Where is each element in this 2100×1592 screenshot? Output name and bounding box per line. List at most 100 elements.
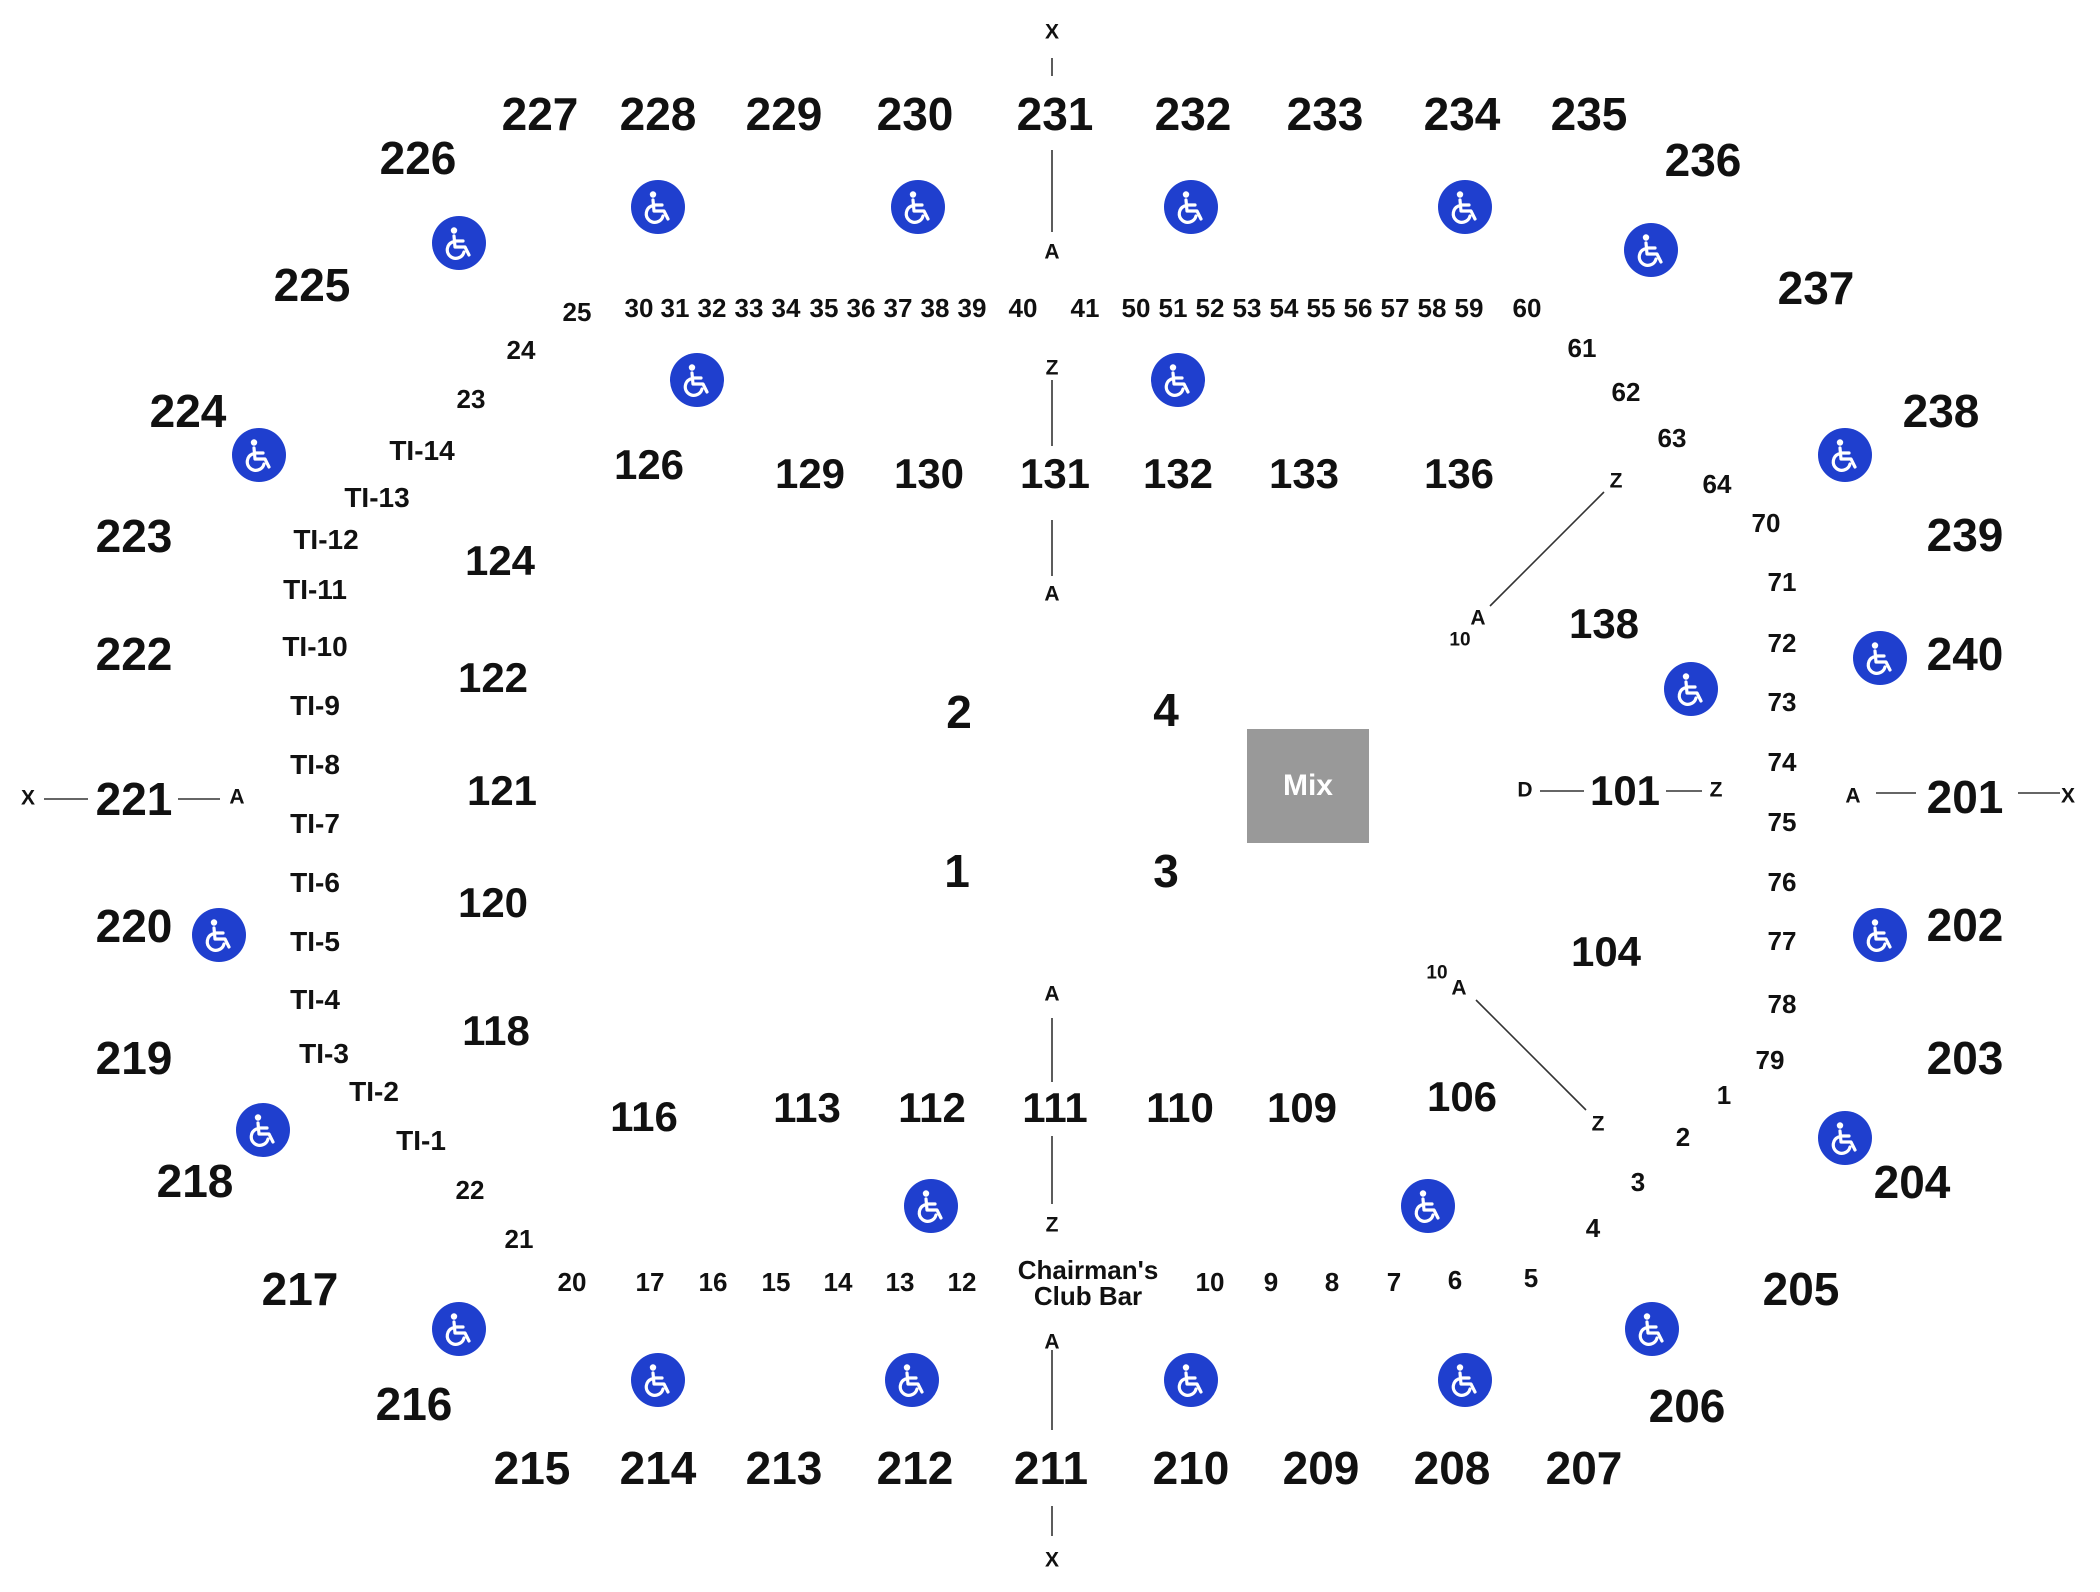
table-section-ti-1[interactable]: TI-1	[396, 1125, 446, 1156]
section-129[interactable]: 129	[774, 450, 846, 497]
floor-section-1[interactable]: 1	[944, 845, 970, 897]
section-207[interactable]: 207	[1545, 1442, 1623, 1494]
section-239[interactable]: 239	[1926, 509, 2004, 561]
row-37[interactable]: 37	[883, 293, 913, 323]
row-39[interactable]: 39	[957, 293, 987, 323]
section-212[interactable]: 212	[876, 1442, 954, 1494]
chairmans-club-bar[interactable]: Chairman's Club Bar	[1017, 1255, 1159, 1311]
row-34[interactable]: 34	[771, 293, 801, 323]
section-226[interactable]: 226	[379, 132, 457, 184]
section-240[interactable]: 240	[1926, 628, 2004, 680]
row-76[interactable]: 76	[1767, 867, 1797, 897]
row-62[interactable]: 62	[1611, 377, 1641, 407]
section-112[interactable]: 112	[898, 1084, 966, 1131]
section-215[interactable]: 215	[493, 1442, 571, 1494]
section-205[interactable]: 205	[1762, 1263, 1840, 1315]
row-61[interactable]: 61	[1567, 333, 1597, 363]
table-section-ti-9[interactable]: TI-9	[290, 690, 340, 721]
row-64[interactable]: 64	[1702, 469, 1732, 499]
section-213[interactable]: 213	[745, 1442, 823, 1494]
table-section-ti-7[interactable]: TI-7	[290, 808, 340, 839]
section-221[interactable]: 221	[95, 773, 173, 825]
table-section-ti-14[interactable]: TI-14	[389, 435, 455, 466]
table-section-ti-3[interactable]: TI-3	[299, 1038, 349, 1069]
section-209[interactable]: 209	[1282, 1442, 1360, 1494]
section-220[interactable]: 220	[95, 900, 173, 952]
row-55[interactable]: 55	[1306, 293, 1336, 323]
section-126[interactable]: 126	[613, 441, 685, 488]
row-35[interactable]: 35	[809, 293, 839, 323]
row-13[interactable]: 13	[885, 1267, 915, 1297]
row-24[interactable]: 24	[506, 335, 536, 365]
row-5[interactable]: 5	[1523, 1263, 1539, 1293]
section-136[interactable]: 136	[1423, 450, 1495, 497]
section-109[interactable]: 109	[1266, 1084, 1338, 1131]
table-section-ti-6[interactable]: TI-6	[290, 867, 340, 898]
row-71[interactable]: 71	[1767, 567, 1797, 597]
section-227[interactable]: 227	[501, 88, 579, 140]
table-section-ti-10[interactable]: TI-10	[282, 631, 348, 662]
row-50[interactable]: 50	[1121, 293, 1151, 323]
section-206[interactable]: 206	[1648, 1380, 1726, 1432]
section-217[interactable]: 217	[261, 1263, 339, 1315]
section-229[interactable]: 229	[745, 88, 823, 140]
row-8[interactable]: 8	[1324, 1267, 1340, 1297]
section-111[interactable]: 111	[1022, 1084, 1088, 1131]
row-74[interactable]: 74	[1767, 747, 1797, 777]
section-106[interactable]: 106	[1426, 1073, 1498, 1120]
row-23[interactable]: 23	[456, 384, 486, 414]
row-32[interactable]: 32	[697, 293, 727, 323]
section-122[interactable]: 122	[457, 654, 529, 701]
row-40[interactable]: 40	[1008, 293, 1038, 323]
section-233[interactable]: 233	[1286, 88, 1364, 140]
table-section-ti-12[interactable]: TI-12	[293, 524, 359, 555]
row-30[interactable]: 30	[624, 293, 654, 323]
section-211[interactable]: 211	[1013, 1442, 1089, 1494]
row-79[interactable]: 79	[1755, 1045, 1785, 1075]
section-208[interactable]: 208	[1413, 1442, 1491, 1494]
section-236[interactable]: 236	[1664, 134, 1742, 186]
section-132[interactable]: 132	[1142, 450, 1214, 497]
row-21[interactable]: 21	[504, 1224, 534, 1254]
section-222[interactable]: 222	[95, 628, 173, 680]
section-101[interactable]: 101	[1589, 767, 1661, 814]
row-58[interactable]: 58	[1417, 293, 1447, 323]
section-121[interactable]: 121	[466, 767, 538, 814]
row-3[interactable]: 3	[1630, 1167, 1646, 1197]
row-73[interactable]: 73	[1767, 687, 1797, 717]
section-124[interactable]: 124	[464, 537, 536, 584]
row-36[interactable]: 36	[846, 293, 876, 323]
row-56[interactable]: 56	[1343, 293, 1373, 323]
section-110[interactable]: 110	[1146, 1084, 1214, 1131]
row-15[interactable]: 15	[761, 1267, 791, 1297]
row-72[interactable]: 72	[1767, 628, 1797, 658]
table-section-ti-5[interactable]: TI-5	[290, 926, 340, 957]
table-section-ti-11[interactable]: TI-11	[283, 574, 347, 605]
section-216[interactable]: 216	[375, 1378, 453, 1430]
section-223[interactable]: 223	[95, 510, 173, 562]
section-237[interactable]: 237	[1777, 262, 1855, 314]
section-104[interactable]: 104	[1570, 928, 1642, 975]
section-201[interactable]: 201	[1926, 771, 2004, 823]
row-9[interactable]: 9	[1263, 1267, 1279, 1297]
row-70[interactable]: 70	[1751, 508, 1781, 538]
section-131[interactable]: 131	[1019, 450, 1091, 497]
section-231[interactable]: 231	[1016, 88, 1094, 140]
row-41[interactable]: 41	[1070, 293, 1100, 323]
section-235[interactable]: 235	[1550, 88, 1628, 140]
section-234[interactable]: 234	[1423, 88, 1501, 140]
row-38[interactable]: 38	[920, 293, 950, 323]
row-6[interactable]: 6	[1447, 1265, 1463, 1295]
row-53[interactable]: 53	[1232, 293, 1262, 323]
section-238[interactable]: 238	[1902, 385, 1980, 437]
section-225[interactable]: 225	[273, 259, 351, 311]
row-4[interactable]: 4	[1585, 1213, 1601, 1243]
section-218[interactable]: 218	[156, 1155, 234, 1207]
section-214[interactable]: 214	[619, 1442, 697, 1494]
section-210[interactable]: 210	[1152, 1442, 1230, 1494]
section-120[interactable]: 120	[457, 879, 529, 926]
section-133[interactable]: 133	[1268, 450, 1340, 497]
row-10[interactable]: 10	[1195, 1267, 1225, 1297]
section-219[interactable]: 219	[95, 1032, 173, 1084]
row-16[interactable]: 16	[698, 1267, 728, 1297]
